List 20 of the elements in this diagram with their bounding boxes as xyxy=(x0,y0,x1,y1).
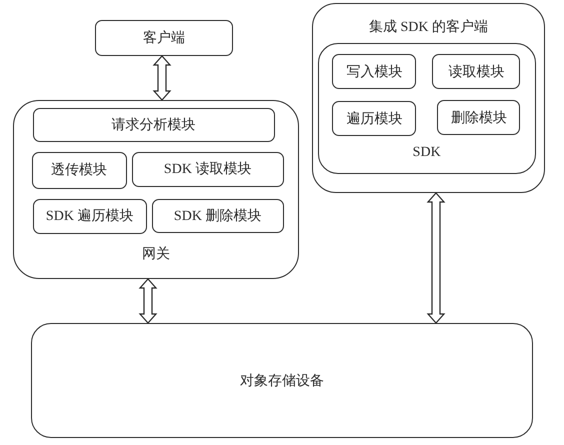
module-box: 遍历模块 xyxy=(332,101,416,136)
double-arrow xyxy=(426,192,446,324)
module-box: SDK 读取模块 xyxy=(132,152,284,187)
client-box: 客户端 xyxy=(95,20,233,56)
storage-box: 对象存储设备 xyxy=(31,323,533,438)
module-box: 透传模块 xyxy=(32,152,127,189)
double-arrow xyxy=(138,278,158,324)
module-box: 读取模块 xyxy=(432,54,520,90)
module-box: 请求分析模块 xyxy=(32,108,275,142)
sdk-panel xyxy=(318,42,536,174)
module-box: SDK 遍历模块 xyxy=(32,198,147,234)
gateway-panel xyxy=(13,100,299,279)
module-box: 删除模块 xyxy=(437,100,520,136)
panel-label: SDK xyxy=(412,145,441,161)
client-panel xyxy=(312,3,545,193)
panel-label: 网关 xyxy=(142,246,170,262)
panel-heading: 集成 SDK 的客户端 xyxy=(369,20,488,36)
double-arrow xyxy=(152,55,172,101)
module-box: SDK 删除模块 xyxy=(152,198,284,233)
module-box: 写入模块 xyxy=(332,54,416,90)
